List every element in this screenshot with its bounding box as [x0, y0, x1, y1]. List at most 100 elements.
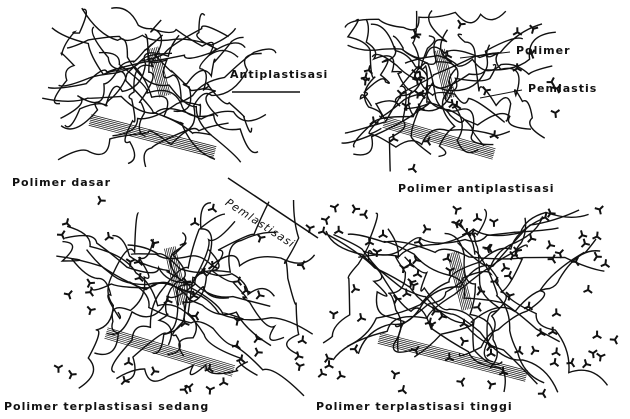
- plasticizer-molecule: [357, 313, 366, 321]
- plasticizer-molecule: [531, 346, 539, 355]
- plasticizer-molecule: [488, 381, 496, 390]
- plasticizer-molecule: [352, 284, 360, 293]
- plasticizer-molecule: [334, 226, 343, 234]
- plasticizer-molecule: [504, 271, 512, 280]
- plasticizer-molecule: [237, 355, 246, 363]
- plasticizer-molecule: [255, 348, 263, 357]
- plasticizer-molecule: [318, 227, 327, 235]
- plasticizer-molecule: [547, 240, 555, 249]
- plasticizer-molecule: [398, 385, 406, 393]
- crystalline-region: [378, 341, 526, 379]
- plasticizer-molecule: [551, 110, 560, 118]
- plasticizer-molecule: [601, 259, 610, 267]
- plasticizer-molecule: [298, 336, 307, 344]
- plasticizer-molecule: [453, 206, 462, 214]
- highly-plasticized-polymer-network: [318, 204, 617, 398]
- plasticizer-molecule: [219, 377, 228, 385]
- polymer-chain: [348, 234, 605, 271]
- plasticizer-molecule: [473, 213, 482, 221]
- plasticizer-molecule: [391, 371, 399, 379]
- antiplasticization-label: Antiplastisasi: [230, 68, 328, 81]
- crystalline-region: [383, 124, 493, 156]
- plasticizer-molecule: [151, 367, 159, 376]
- plasticizer-molecule: [610, 336, 618, 345]
- plasticizer-molecule: [593, 331, 602, 339]
- plasticizer-molecule: [597, 353, 606, 361]
- plasticizer-molecule: [98, 196, 106, 205]
- plasticizer-molecule: [321, 216, 329, 224]
- polymer-chain: [54, 9, 86, 103]
- polymer-chain: [94, 239, 153, 355]
- plasticizer-molecule: [257, 234, 265, 243]
- polymer-chain: [404, 103, 531, 129]
- plasticizer-molecule: [232, 341, 240, 349]
- plasticizer-molecule: [548, 255, 556, 264]
- plasticizer-molecule: [413, 269, 422, 277]
- plasticizer-molecule: [552, 348, 561, 356]
- plasticizer-molecule: [595, 206, 603, 214]
- plasticizer-molecule: [353, 205, 361, 214]
- plasticizer-molecule: [483, 87, 491, 96]
- crystalline-region: [105, 336, 233, 374]
- plasticizer-molecule: [501, 263, 509, 271]
- plasticizer-molecule: [124, 357, 133, 365]
- plasticizer-molecule: [296, 363, 305, 371]
- plasticizer-molecule: [105, 232, 114, 240]
- plasticizer-molecule: [350, 345, 358, 354]
- crystalline-region: [453, 253, 468, 310]
- polymer-chain: [347, 218, 544, 347]
- plasticizer-molecule: [379, 230, 388, 238]
- plasticizer-molecule: [552, 308, 561, 316]
- plasticizer-molecule: [524, 302, 533, 310]
- plasticizer-molecule: [318, 369, 327, 377]
- plasticizer-molecule: [583, 359, 591, 367]
- plasticizer-molecule: [593, 232, 602, 240]
- plasticizer-molecule: [360, 210, 368, 219]
- plasticizer-molecule: [423, 225, 431, 234]
- plasticizer-legend-label: Pemlastis: [528, 82, 597, 95]
- plasticizer-molecule: [550, 358, 559, 366]
- polymer-chain: [111, 8, 238, 58]
- plasticizer-molecule: [256, 291, 264, 300]
- polymer-chain: [484, 218, 525, 362]
- plasticizer-molecule: [538, 389, 546, 398]
- plasticizer-molecule: [297, 261, 305, 270]
- plasticizer-molecule: [330, 311, 339, 319]
- base-polymer-label: Polimer dasar: [12, 176, 111, 189]
- plasticizer-molecule: [164, 296, 173, 304]
- plasticizer-molecule: [306, 225, 315, 233]
- plasticizer-molecule: [473, 303, 481, 312]
- highly-plasticized-label: Polimer terplastisasi tinggi: [316, 400, 513, 413]
- plasticizer-molecule: [69, 370, 77, 379]
- base-polymer-network: [42, 8, 276, 167]
- polymer-chain: [345, 11, 506, 30]
- polymer-legend-label: Polimer: [516, 44, 571, 57]
- plasticizer-molecule: [62, 218, 70, 226]
- plasticizer-molecule: [443, 50, 452, 58]
- crystalline-region: [458, 251, 473, 308]
- plasticizer-molecule: [208, 204, 217, 212]
- crystalline-region: [379, 338, 527, 376]
- plasticizer-molecule: [584, 285, 593, 293]
- plasticizer-molecule: [408, 164, 416, 172]
- plasticizer-molecule: [206, 387, 215, 395]
- plasticizer-molecule: [490, 219, 499, 227]
- antiplasticized-polymer-label: Polimer antiplastisasi: [398, 182, 555, 195]
- crystalline-region: [106, 333, 234, 371]
- plasticizer-molecule: [254, 334, 262, 343]
- crystalline-region: [383, 125, 493, 157]
- crystalline-region: [378, 343, 526, 381]
- plasticizer-molecule: [191, 218, 200, 226]
- plasticizer-molecule: [64, 291, 72, 300]
- plasticizer-molecule: [567, 358, 575, 367]
- plasticizer-molecule: [87, 306, 95, 315]
- plasticizer-molecule: [54, 365, 63, 373]
- plasticizer-molecule: [337, 371, 345, 379]
- plasticizer-molecule: [582, 239, 590, 247]
- plasticizer-molecule: [579, 230, 587, 238]
- plasticizer-molecule: [513, 27, 522, 35]
- crystalline-region: [105, 335, 232, 373]
- moderately-plasticized-label: Polimer terplastisasi sedang: [4, 400, 209, 413]
- plasticizer-molecule: [457, 378, 465, 387]
